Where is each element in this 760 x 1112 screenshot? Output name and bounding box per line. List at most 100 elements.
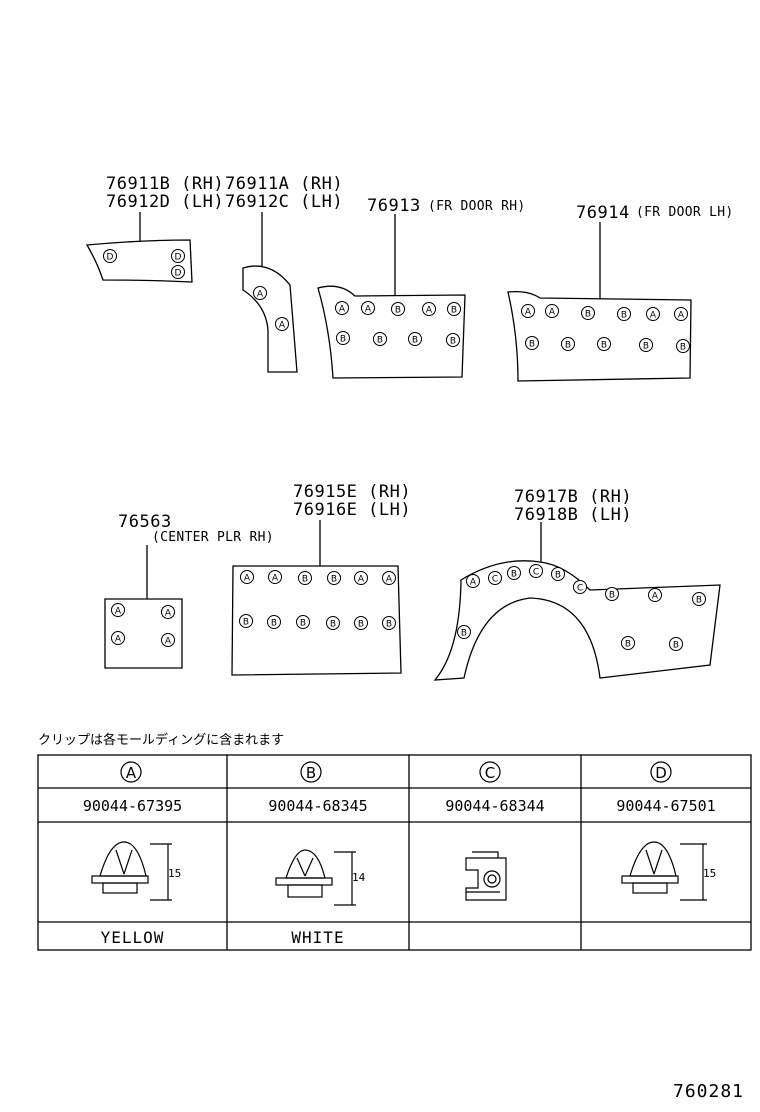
clip-header-d: D [650, 761, 672, 783]
molding-76915e [231, 565, 402, 676]
svg-text:B: B [625, 640, 631, 650]
svg-text:A: A [115, 607, 122, 617]
clip-marker-c: C [573, 580, 587, 594]
svg-text:B: B [621, 311, 627, 321]
svg-text:B: B [300, 619, 306, 629]
clip-marker-b: B [525, 336, 539, 350]
clip-marker-a: A [275, 317, 289, 331]
svg-text:C: C [577, 584, 583, 594]
molding-76911a [242, 265, 298, 373]
svg-text:C: C [533, 568, 539, 578]
svg-text:D: D [175, 253, 182, 263]
clip-marker-b: B [298, 571, 312, 585]
svg-text:C: C [492, 575, 498, 585]
clip-marker-a: A [354, 571, 368, 585]
clip-marker-a: A [240, 570, 254, 584]
clip-header-c: C [479, 761, 501, 783]
svg-text:B: B [377, 336, 383, 346]
svg-text:B: B [243, 618, 249, 628]
clip-marker-b: B [373, 332, 387, 346]
svg-text:B: B [330, 620, 336, 630]
clip-marker-a: A [646, 307, 660, 321]
clip-marker-a: A [111, 603, 125, 617]
clip-note: クリップは各モールディングに含まれます [38, 733, 285, 748]
svg-text:B: B [565, 341, 571, 351]
clip-marker-b: B [581, 306, 595, 320]
svg-text:A: A [386, 575, 393, 585]
part-desc-76914: (FR DOOR LH) [636, 205, 734, 220]
svg-text:B: B [585, 310, 591, 320]
clip-marker-c: C [529, 564, 543, 578]
clip-marker-a: A [335, 301, 349, 315]
svg-text:B: B [451, 306, 457, 316]
clip-d-drawing [621, 841, 707, 901]
part-label-76911a: 76911A (RH) [225, 174, 344, 194]
part-label-76913: 76913 [367, 196, 421, 216]
svg-text:B: B [609, 591, 615, 601]
clip-marker-d: D [171, 249, 185, 263]
clip-marker-b: B [446, 333, 460, 347]
molding-76913 [317, 285, 466, 379]
svg-text:B: B [395, 306, 401, 316]
clip-marker-b: B [692, 592, 706, 606]
clip-marker-b: B [296, 615, 310, 629]
clip-marker-b: B [326, 616, 340, 630]
part-label-76917b: 76917B (RH) [514, 487, 633, 507]
clip-marker-d: D [171, 265, 185, 279]
svg-text:B: B [601, 341, 607, 351]
clip-a-dimension: 15 [168, 867, 182, 880]
clip-marker-a: A [161, 633, 175, 647]
clip-marker-b: B [447, 302, 461, 316]
part-desc-76913: (FR DOOR RH) [428, 199, 526, 214]
svg-text:D: D [175, 269, 182, 279]
clip-marker-b: B [605, 587, 619, 601]
part-label-76918b: 76918B (LH) [514, 505, 633, 525]
part-label-76912d: 76912D (LH) [106, 192, 225, 212]
clip-marker-b: B [676, 339, 690, 353]
svg-text:A: A [244, 574, 251, 584]
clip-c-part-number: 90044-68344 [445, 797, 545, 815]
clip-marker-a: A [648, 588, 662, 602]
clip-b-color: WHITE [291, 928, 345, 947]
svg-text:A: A [652, 592, 659, 602]
svg-text:A: A [358, 575, 365, 585]
svg-text:B: B [461, 629, 467, 639]
clip-marker-b: B [551, 567, 565, 581]
clip-marker-a: A [422, 302, 436, 316]
part-label-76563: 76563 [118, 512, 172, 532]
clip-marker-c: C [488, 571, 502, 585]
svg-text:B: B [529, 340, 535, 350]
clip-d-part-number: 90044-67501 [616, 797, 716, 815]
clip-header-b: B [300, 761, 322, 783]
svg-text:A: A [549, 308, 556, 318]
part-label-76915e: 76915E (RH) [293, 482, 412, 502]
molding-76914 [507, 290, 692, 382]
svg-text:A: A [126, 764, 137, 782]
clip-a-color: YELLOW [100, 928, 165, 947]
clip-marker-b: B [239, 614, 253, 628]
clip-marker-a: A [111, 631, 125, 645]
figure-number: 760281 [673, 1081, 745, 1102]
clip-marker-b: B [336, 331, 350, 345]
svg-text:A: A [165, 609, 172, 619]
svg-text:D: D [655, 764, 667, 782]
svg-text:A: A [426, 306, 433, 316]
svg-text:A: A [365, 305, 372, 315]
svg-text:A: A [339, 305, 346, 315]
molding-76911b [85, 239, 193, 283]
clip-marker-b: B [382, 616, 396, 630]
svg-text:B: B [680, 343, 686, 353]
clip-marker-b: B [391, 302, 405, 316]
part-desc-76563: (CENTER PLR RH) [152, 530, 274, 545]
clip-marker-a: A [161, 605, 175, 619]
clip-b-dimension: 14 [352, 871, 366, 884]
svg-text:B: B [450, 337, 456, 347]
svg-text:B: B [511, 570, 517, 580]
part-label-76912c: 76912C (LH) [225, 192, 344, 212]
svg-text:B: B [673, 641, 679, 651]
clip-a-part-number: 90044-67395 [82, 797, 183, 815]
clip-c-drawing [465, 851, 507, 901]
clip-marker-b: B [639, 338, 653, 352]
